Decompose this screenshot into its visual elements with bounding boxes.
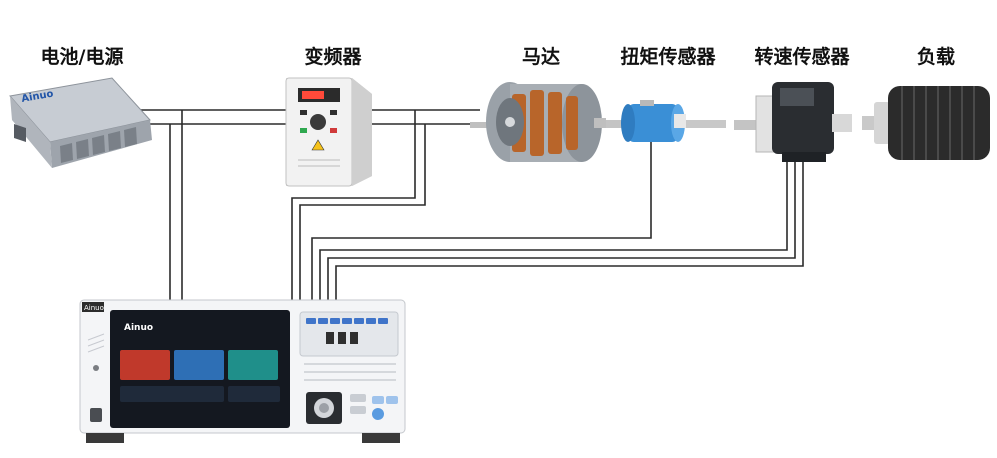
wire-speed-signal-1 [319,160,788,300]
wire-speed-signal-2 [327,160,796,300]
label-speed-sensor: 转速传感器 [754,46,850,68]
screen-tiles [120,350,278,380]
screen-tile-3 [228,350,278,380]
speed-sensor-device [734,82,852,162]
motor-device [470,82,606,162]
power-analyzer: Ainuo Ainuo [79,299,406,443]
screen-tile-2 [174,350,224,380]
label-motor: 马达 [521,46,561,68]
load-device [862,86,990,160]
wiring [140,109,804,300]
label-load: 负载 [916,46,956,68]
label-torque-sensor: 扭矩传感器 [620,46,716,68]
label-battery: 电池/电源 [40,46,124,68]
analyzer-corner-logo: Ainuo [84,304,104,312]
wire-inverter-drop-2 [299,124,426,300]
label-inverter: 变频器 [304,46,362,68]
screen-tile-1 [120,350,170,380]
analyzer-screen-logo: Ainuo [124,323,153,333]
battery-device: Ainuo [9,77,152,168]
wire-torque-signal [311,140,652,300]
wire-inverter-drop-1 [291,110,416,300]
wire-speed-signal-3 [335,160,804,300]
inverter-device [285,77,372,187]
torque-sensor-device [606,100,726,142]
